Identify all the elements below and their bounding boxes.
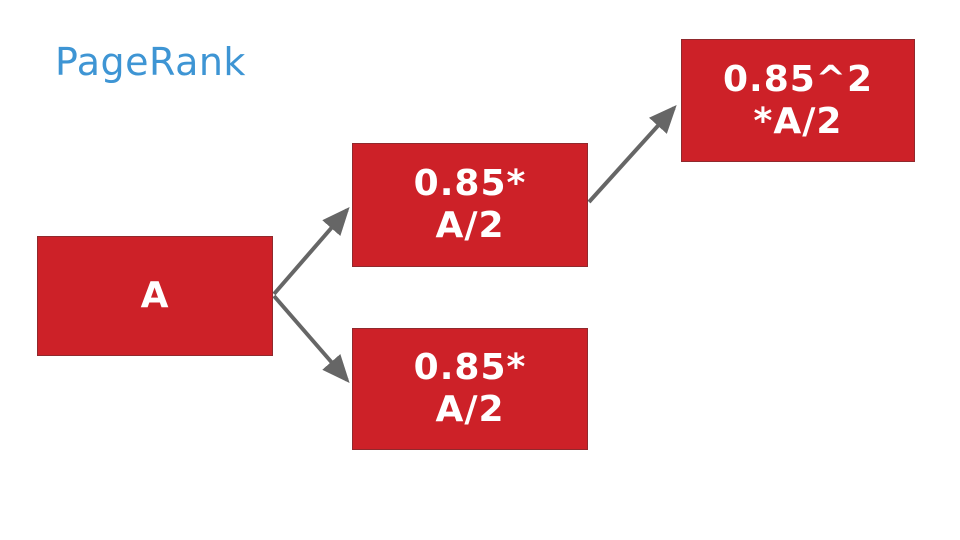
node-bottom: 0.85* A/2 [352, 328, 588, 450]
node-bottom-line2: A/2 [435, 389, 505, 430]
node-a-label: A [140, 275, 170, 316]
node-bottom-line1: 0.85* [413, 347, 527, 388]
node-mid-line1: 0.85* [413, 163, 527, 204]
node-mid: 0.85* A/2 [352, 143, 588, 267]
slide-title: PageRank [55, 40, 246, 84]
arrow-a-to-mid [272, 206, 350, 296]
node-a: A [37, 236, 273, 356]
arrow-mid-to-top [587, 105, 677, 204]
arrow-a-to-bottom [272, 294, 350, 384]
node-top-line2: *A/2 [753, 100, 843, 142]
node-mid-line2: A/2 [435, 205, 505, 246]
node-top: 0.85^2 *A/2 [681, 39, 915, 162]
node-top-line1: 0.85^2 [722, 58, 874, 100]
